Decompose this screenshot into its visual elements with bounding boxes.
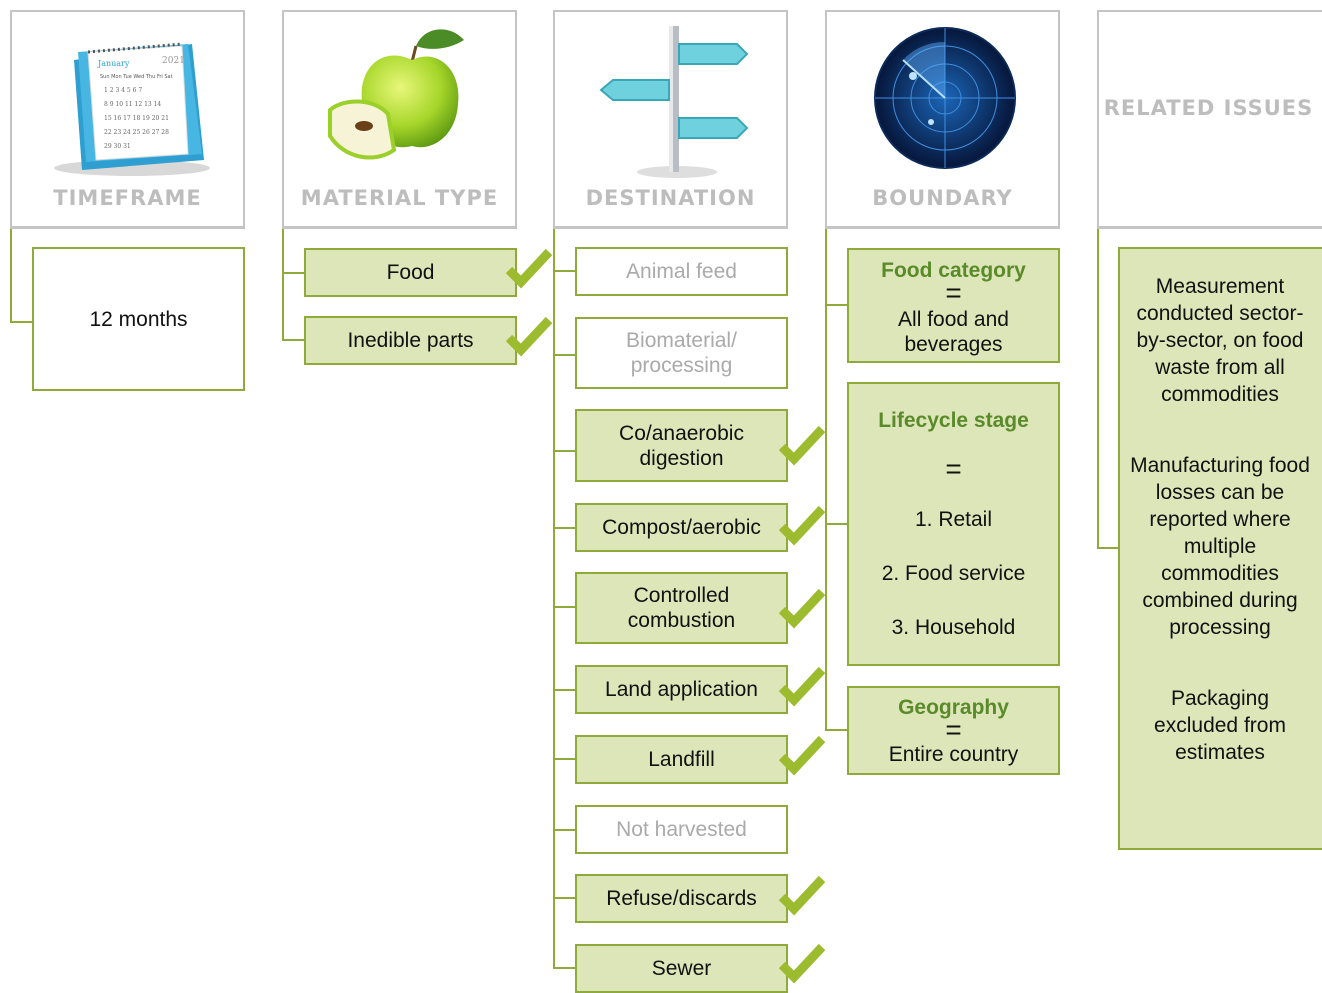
timeframe-connector bbox=[10, 229, 12, 323]
destination-connector-branch bbox=[553, 967, 575, 969]
lifecycle-title: Lifecycle stage bbox=[878, 409, 1029, 432]
apple-icon bbox=[328, 29, 464, 160]
lifecycle-item: 1. Retail bbox=[914, 508, 993, 531]
timeframe-connector-branch bbox=[10, 321, 32, 323]
destination-connector bbox=[553, 229, 555, 969]
checkmark-icon bbox=[778, 666, 826, 707]
checkmark-icon bbox=[778, 425, 826, 466]
svg-text:Sun Mon Tue Wed Thu Fri Sat: Sun Mon Tue Wed Thu Fri Sat bbox=[100, 74, 173, 80]
material-type-title: MATERIAL TYPE bbox=[300, 186, 499, 210]
boundary-connector-branch bbox=[825, 523, 847, 525]
svg-text:22 23 24 25 26 27 28: 22 23 24 25 26 27 28 bbox=[104, 129, 169, 136]
destination-item: Refuse/discards bbox=[575, 874, 788, 923]
destination-header: DESTINATION bbox=[553, 10, 788, 229]
destination-connector-branch bbox=[553, 527, 575, 529]
timeframe-title: TIMEFRAME bbox=[53, 186, 202, 210]
destination-item: Biomaterial/ processing bbox=[575, 317, 788, 389]
boundary-header: BOUNDARY bbox=[825, 10, 1060, 229]
svg-text:January: January bbox=[97, 59, 130, 68]
calendar-icon: January 2021 Sun Mon Tue Wed Thu Fri Sat… bbox=[54, 42, 210, 176]
destination-connector-branch bbox=[553, 758, 575, 760]
destination-connector-branch bbox=[553, 354, 575, 356]
material-connector-branch bbox=[282, 272, 304, 274]
destination-item-label: Not harvested bbox=[616, 818, 747, 841]
material-type-header: MATERIAL TYPE bbox=[282, 10, 517, 229]
destination-item-label: Landfill bbox=[648, 748, 715, 771]
svg-text:1 2 3 4 5 6 7: 1 2 3 4 5 6 7 bbox=[104, 87, 142, 94]
material-item: Inedible parts bbox=[304, 316, 517, 365]
destination-item-label: Animal feed bbox=[626, 260, 737, 283]
destination-item-label: Compost/aerobic bbox=[602, 516, 761, 539]
food-category-title: Food category bbox=[881, 259, 1026, 282]
geography-value: Entire country bbox=[888, 742, 1019, 766]
destination-connector-branch bbox=[553, 689, 575, 691]
material-connector-branch bbox=[282, 339, 304, 341]
material-connector bbox=[282, 229, 284, 341]
svg-text:15 16 17 18 19 20 21: 15 16 17 18 19 20 21 bbox=[104, 115, 169, 122]
destination-item-label: Co/anaerobic digestion bbox=[619, 421, 744, 470]
destination-item-label: Controlled combustion bbox=[627, 584, 736, 632]
destination-item: Landfill bbox=[575, 735, 788, 784]
destination-item: Controlled combustion bbox=[575, 572, 788, 644]
material-item-label: Inedible parts bbox=[347, 329, 474, 352]
destination-item-label: Land application bbox=[605, 678, 758, 701]
related-issue-item: Measurement conducted sector-by-sector, … bbox=[1136, 275, 1304, 406]
boundary-connector-branch bbox=[825, 729, 847, 731]
destination-item-label: Refuse/discards bbox=[606, 887, 757, 910]
material-item-label: Food bbox=[386, 261, 435, 284]
destination-connector-branch bbox=[553, 606, 575, 608]
checkmark-icon bbox=[505, 316, 553, 357]
equals-sign: = bbox=[945, 453, 962, 484]
checkmark-icon bbox=[778, 875, 826, 916]
timeframe-header: January 2021 Sun Mon Tue Wed Thu Fri Sat… bbox=[10, 10, 245, 229]
destination-item: Compost/aerobic bbox=[575, 503, 788, 552]
food-category-value: All food and beverages bbox=[898, 308, 1009, 356]
related-issues-title: RELATED ISSUES bbox=[1103, 96, 1314, 120]
related-issues-header: RELATED ISSUES bbox=[1097, 10, 1322, 229]
boundary-lifecycle-box: Lifecycle stage = 1. Retail 2. Food serv… bbox=[847, 382, 1060, 666]
destination-item: Land application bbox=[575, 665, 788, 714]
radar-icon bbox=[874, 27, 1016, 169]
svg-text:29 30 31: 29 30 31 bbox=[104, 143, 131, 150]
destination-item: Co/anaerobic digestion bbox=[575, 409, 788, 482]
related-issues-box: Measurement conducted sector-by-sector, … bbox=[1118, 247, 1322, 850]
destination-connector-branch bbox=[553, 450, 575, 452]
timeframe-value: 12 months bbox=[89, 307, 188, 331]
lifecycle-item: 2. Food service bbox=[881, 562, 1026, 585]
boundary-food-category-box: Food category = All food and beverages bbox=[847, 248, 1060, 363]
signpost-icon bbox=[599, 26, 749, 178]
boundary-geography-box: Geography = Entire country bbox=[847, 686, 1060, 775]
checkmark-icon bbox=[778, 943, 826, 984]
boundary-connector-branch bbox=[825, 304, 847, 306]
destination-item: Animal feed bbox=[575, 247, 788, 296]
geography-title: Geography bbox=[898, 695, 1009, 719]
boundary-title: BOUNDARY bbox=[872, 186, 1013, 210]
equals-sign: = bbox=[945, 713, 962, 745]
svg-text:8 9 10 11 12 13 14: 8 9 10 11 12 13 14 bbox=[104, 101, 161, 108]
related-issue-item: Manufacturing food losses can be reporte… bbox=[1130, 454, 1310, 639]
equals-sign: = bbox=[945, 277, 962, 308]
lifecycle-item: 3. Household bbox=[891, 616, 1016, 639]
checkmark-icon bbox=[778, 735, 826, 776]
checkmark-icon bbox=[778, 588, 826, 629]
checkmark-icon bbox=[505, 248, 553, 289]
destination-item-label: Sewer bbox=[651, 957, 712, 980]
related-connector bbox=[1097, 229, 1099, 549]
destination-connector-branch bbox=[553, 897, 575, 899]
related-issue-item: Packaging excluded from estimates bbox=[1154, 687, 1286, 764]
material-item: Food bbox=[304, 248, 517, 297]
destination-item: Sewer bbox=[575, 944, 788, 993]
timeframe-value-box: 12 months bbox=[32, 247, 245, 391]
related-connector-branch bbox=[1097, 547, 1119, 549]
checkmark-icon bbox=[778, 505, 826, 546]
svg-text:2021: 2021 bbox=[162, 56, 185, 66]
destination-item-label: Biomaterial/ processing bbox=[626, 329, 737, 377]
boundary-connector bbox=[825, 229, 827, 731]
destination-connector-branch bbox=[553, 270, 575, 272]
destination-connector-branch bbox=[553, 829, 575, 831]
destination-item: Not harvested bbox=[575, 805, 788, 854]
destination-title: DESTINATION bbox=[585, 186, 756, 210]
